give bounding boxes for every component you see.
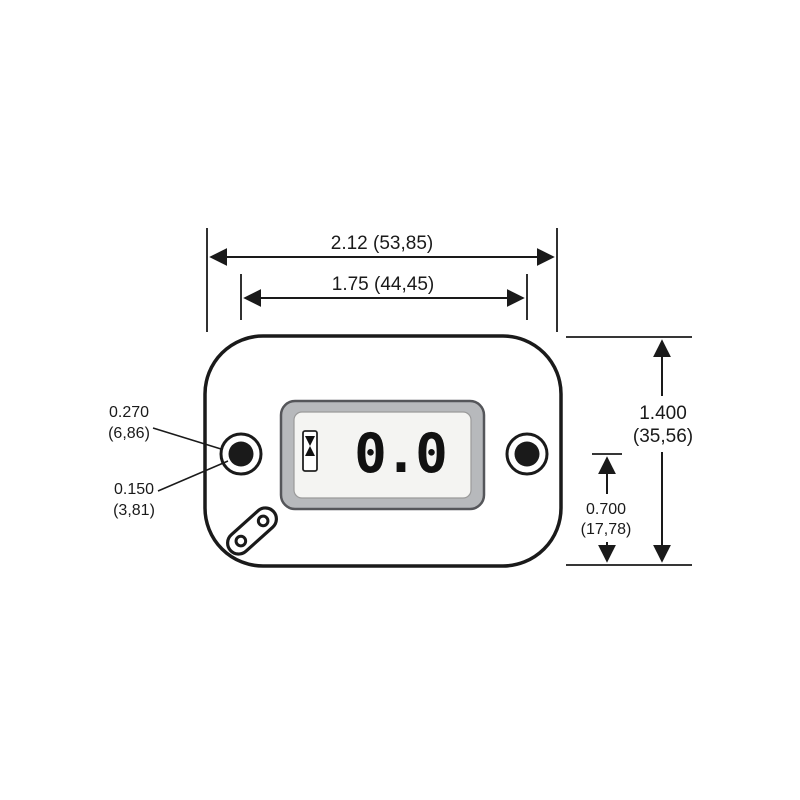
hourglass-icon	[302, 430, 318, 472]
left-mounting-hole	[219, 432, 263, 476]
dim-outer-width-label: 2.12 (53,85)	[331, 233, 433, 254]
callout-hole-inner-metric: (3,81)	[113, 502, 155, 519]
dim-overall-height: 1.400 (35,56)	[566, 336, 693, 566]
callout-hole-inner-value: 0.150	[114, 481, 154, 498]
dim-overall-height-label-value: 1.400	[639, 403, 687, 424]
mounting-tab	[226, 506, 278, 556]
callout-hole-inner-leader	[157, 460, 229, 492]
lcd-display-value: 0.0	[354, 422, 446, 485]
callout-hole-outer-metric: (6,86)	[108, 425, 150, 442]
lcd-screen	[293, 411, 472, 499]
dim-mount-hole-height-label-metric: (17,78)	[581, 521, 632, 538]
dim-overall-height-label-metric: (35,56)	[633, 426, 693, 447]
dim-outer-width: 2.12 (53,85)	[206, 228, 558, 332]
right-mounting-hole	[505, 432, 549, 476]
callout-hole-outer-value: 0.270	[109, 404, 149, 421]
dim-hole-spacing-label: 1.75 (44,45)	[332, 274, 434, 295]
callout-hole-outer-leader	[152, 427, 222, 450]
dim-mount-hole-height: 0.700 (17,78)	[581, 453, 632, 563]
dim-hole-spacing: 1.75 (44,45)	[240, 274, 528, 320]
dim-mount-hole-height-label-value: 0.700	[586, 501, 626, 518]
callout-hole-inner-dia: 0.150 (3,81)	[113, 460, 229, 519]
callout-hole-outer-dia: 0.270 (6,86)	[108, 404, 222, 450]
